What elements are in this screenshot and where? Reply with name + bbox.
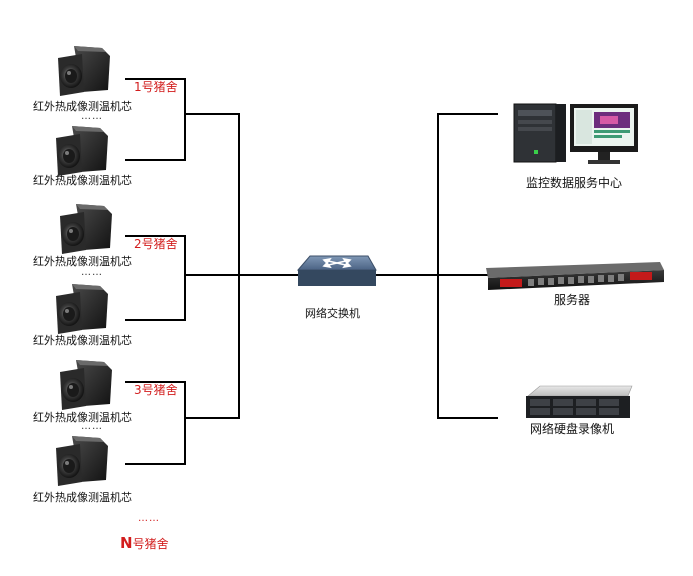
- nvr-icon: [526, 385, 633, 418]
- ellipsis-dots: ……: [81, 421, 103, 432]
- group-3-bracket: [125, 381, 239, 465]
- thermal-camera-icon: [60, 204, 112, 254]
- camera-label: 红外热成像测温机芯: [33, 491, 132, 504]
- thermal-camera-icon: [60, 360, 112, 410]
- more-pens-dots: ……: [138, 513, 160, 524]
- pen-1-label: 1号猪舍: [134, 80, 178, 94]
- pen-n-number: N: [120, 534, 133, 552]
- camera-label: 红外热成像测温机芯: [33, 334, 132, 347]
- pen-n-label: N号猪舍: [120, 534, 169, 552]
- ellipsis-dots: ……: [81, 111, 103, 122]
- camera-label: 红外热成像测温机芯: [33, 174, 132, 187]
- thermal-camera-icon: [56, 126, 108, 176]
- thermal-camera-icon: [56, 436, 108, 486]
- group-1-bracket: [125, 78, 239, 161]
- pen-3-label: 3号猪舍: [134, 383, 178, 397]
- monitoring-center-icon: [513, 103, 638, 164]
- thermal-camera-icon: [56, 284, 108, 334]
- group-2-bracket: [125, 235, 298, 321]
- server-icon: [486, 262, 664, 290]
- pen-2-label: 2号猪舍: [134, 237, 178, 251]
- switch-label: 网络交换机: [305, 307, 360, 320]
- server-label: 服务器: [554, 293, 591, 307]
- camera-label: 红外热成像测温机芯: [33, 255, 132, 268]
- ellipsis-dots: ……: [81, 267, 103, 278]
- camera-label: 红外热成像测温机芯: [33, 411, 132, 424]
- camera-label: 红外热成像测温机芯: [33, 100, 132, 113]
- pen-n-suffix: 号猪舍: [132, 537, 169, 551]
- monitor-center-label: 监控数据服务中心: [526, 176, 623, 190]
- nvr-label: 网络硬盘录像机: [530, 422, 615, 436]
- thermal-camera-icon: [58, 46, 110, 96]
- network-switch-icon: [296, 255, 377, 286]
